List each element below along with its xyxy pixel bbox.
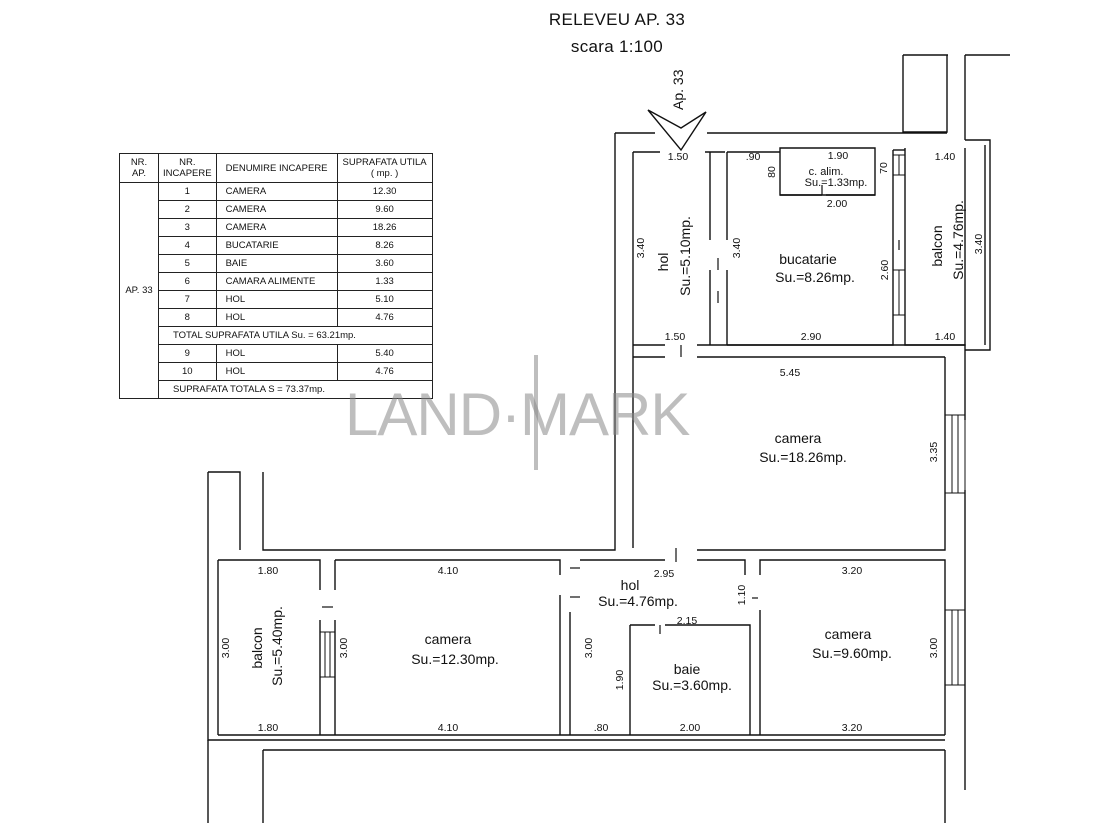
room-area: Su.=8.26mp. <box>775 269 855 285</box>
dimension-label: 3.20 <box>842 722 863 734</box>
dimension-label: 2.60 <box>879 260 891 281</box>
room-area: Su.=1.33mp. <box>805 177 868 189</box>
room-name: c. alim. <box>809 166 844 178</box>
room-area: Su.=12.30mp. <box>411 651 499 667</box>
door-marks <box>322 185 900 634</box>
dimension-label: 70 <box>878 162 890 174</box>
room-name: baie <box>674 661 701 677</box>
dimension-label: 2.00 <box>827 198 848 210</box>
room-name: camera <box>825 626 872 642</box>
dimension-label: 3.00 <box>220 638 232 659</box>
dimension-label: 1.80 <box>258 565 279 577</box>
room-name: hol <box>621 577 640 593</box>
watermark: LAND·MARK <box>345 381 690 448</box>
dimension-label: 80 <box>766 166 778 178</box>
dimension-label: 1.10 <box>736 585 748 606</box>
dimension-labels: 1.50 .90 1.90 1.40 80 70 2.00 3.40 3.40 … <box>220 150 985 734</box>
dimension-label: 2.15 <box>677 615 698 627</box>
dimension-label: 4.10 <box>438 722 459 734</box>
dimension-label: .80 <box>594 722 609 734</box>
dimension-label: 2.95 <box>654 568 675 580</box>
dimension-label: 3.40 <box>973 234 985 255</box>
windows <box>319 154 966 686</box>
entrance-arrow-icon <box>647 109 707 152</box>
room-labels: hol Su.=5.10mp. bucatarie Su.=8.26mp. c.… <box>249 166 966 693</box>
dimension-label: 3.35 <box>928 442 940 463</box>
dimension-label: 3.00 <box>583 638 595 659</box>
room-name: hol <box>655 253 671 272</box>
room-area: Su.=18.26mp. <box>759 449 847 465</box>
room-name: camera <box>775 430 822 446</box>
dimension-label: 3.00 <box>338 638 350 659</box>
legend-header-nr: NR. INCAPERE <box>158 153 217 183</box>
dimension-label: 1.90 <box>828 150 849 162</box>
dimension-label: 4.10 <box>438 565 459 577</box>
legend-header-area: SUPRAFATA UTILA ( mp. ) <box>336 153 433 183</box>
dimension-label: 3.40 <box>635 238 647 259</box>
dimension-label: 2.90 <box>801 331 822 343</box>
dimension-label: 1.50 <box>665 331 686 343</box>
room-area: Su.=4.76mp. <box>950 200 966 280</box>
plan-scale: scara 1:100 <box>570 37 664 56</box>
room-name: balcon <box>929 225 945 266</box>
room-area: Su.=5.40mp. <box>269 606 285 686</box>
dimension-label: 1.80 <box>258 722 279 734</box>
dimension-label: 2.00 <box>680 722 701 734</box>
legend-apartment: AP. 33 <box>119 182 159 399</box>
dimension-label: 1.90 <box>614 670 626 691</box>
room-area: Su.=3.60mp. <box>652 677 732 693</box>
room-area: Su.=4.76mp. <box>598 593 678 609</box>
plan-title: RELEVEU AP. 33 <box>548 10 686 29</box>
room-name: bucatarie <box>779 251 837 267</box>
legend-total: SUPRAFATA TOTALA S = 73.37mp. <box>158 380 433 399</box>
dimension-label: 3.40 <box>731 238 743 259</box>
dimension-label: 1.40 <box>935 331 956 343</box>
room-legend-table: NR. AP. NR. INCAPERE DENUMIRE INCAPERE S… <box>119 153 433 399</box>
room-name: balcon <box>249 627 265 668</box>
room-area: Su.=9.60mp. <box>812 645 892 661</box>
dimension-label: 5.45 <box>780 367 801 379</box>
dimension-label: 3.20 <box>842 565 863 577</box>
room-name: camera <box>425 631 472 647</box>
legend-header-ap: NR. AP. <box>119 153 159 183</box>
room-area: Su.=5.10mp. <box>677 216 693 296</box>
dimension-label: 1.50 <box>668 151 689 163</box>
dimension-label: 3.00 <box>928 638 940 659</box>
entrance-label: Ap. 33 <box>670 69 686 110</box>
dimension-label: .90 <box>746 151 761 163</box>
dimension-label: 1.40 <box>935 151 956 163</box>
